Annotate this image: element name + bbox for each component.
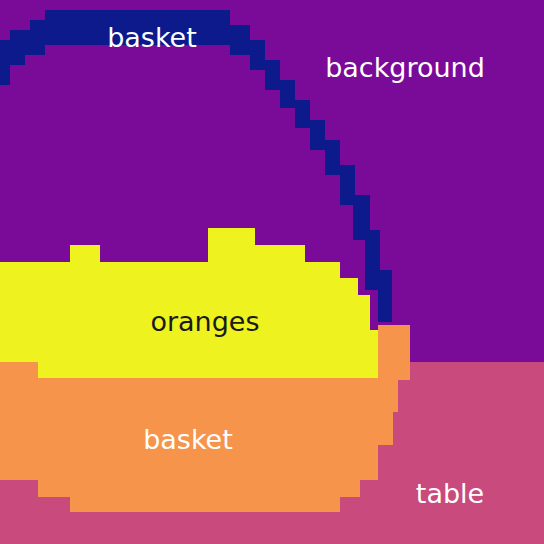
part-label: basket xyxy=(143,425,233,455)
part-label: background xyxy=(325,53,485,83)
part-label: table xyxy=(416,479,484,509)
part-label: oranges xyxy=(150,307,259,337)
part-label: basket xyxy=(107,23,197,53)
oranges-region xyxy=(0,228,378,378)
